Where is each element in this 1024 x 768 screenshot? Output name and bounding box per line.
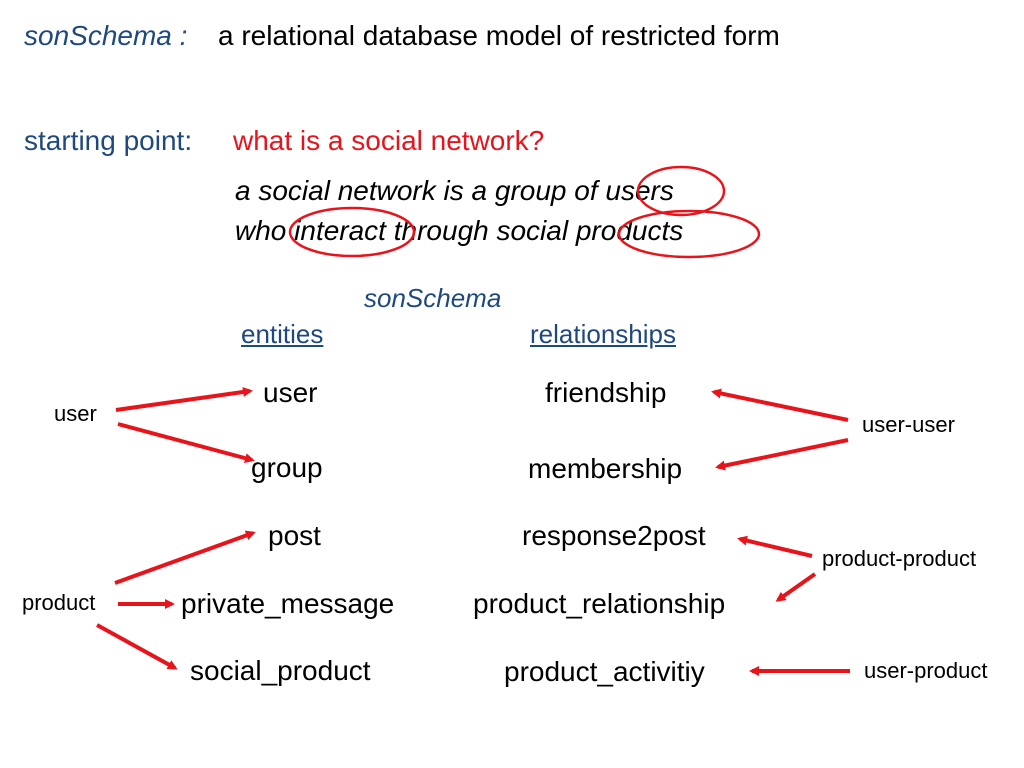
source-label-user-user: user-user bbox=[862, 412, 955, 437]
relationships-heading: relationships bbox=[530, 319, 676, 349]
arrow-user-user-to-membership bbox=[715, 438, 849, 471]
source-label-product-product: product-product bbox=[822, 546, 977, 571]
schema-title: sonSchema bbox=[364, 283, 502, 313]
arrow-product-to-social-product bbox=[96, 623, 178, 670]
source-label-user-product: user-product bbox=[864, 658, 988, 683]
arrow-user-to-user bbox=[115, 387, 253, 412]
relationship-product-activitiy: product_activitiy bbox=[504, 656, 705, 687]
arrow-user-user-to-friendship bbox=[711, 388, 849, 422]
arrow-product-product-to-response2post bbox=[737, 535, 813, 558]
arrow-product-to-post bbox=[114, 530, 256, 585]
question-label: starting point: bbox=[24, 125, 193, 156]
entity-post: post bbox=[268, 520, 321, 551]
relationship-friendship: friendship bbox=[545, 377, 667, 408]
entity-social-product: social_product bbox=[190, 655, 371, 686]
entities-heading: entities bbox=[241, 319, 324, 349]
entity-group: group bbox=[251, 452, 323, 483]
relationship-product-relationship: product_relationship bbox=[473, 588, 726, 619]
question-text: what is a social network? bbox=[233, 125, 545, 156]
entity-user: user bbox=[263, 377, 318, 408]
answer-line-1: a social network is a group of users bbox=[235, 175, 674, 206]
schema-definition: a relational database model of restricte… bbox=[218, 20, 780, 51]
source-label-user: user bbox=[54, 401, 97, 426]
schema-term: sonSchema : bbox=[24, 20, 188, 51]
entity-private-message: private_message bbox=[181, 588, 395, 619]
relationship-response2post: response2post bbox=[522, 520, 706, 551]
source-label-product: product bbox=[22, 590, 96, 615]
arrow-product-product-to-product-relationship bbox=[775, 572, 817, 602]
arrow-user-to-group bbox=[117, 422, 255, 464]
answer-line-2: who interact through social products bbox=[235, 215, 684, 246]
relationship-membership: membership bbox=[528, 453, 683, 484]
